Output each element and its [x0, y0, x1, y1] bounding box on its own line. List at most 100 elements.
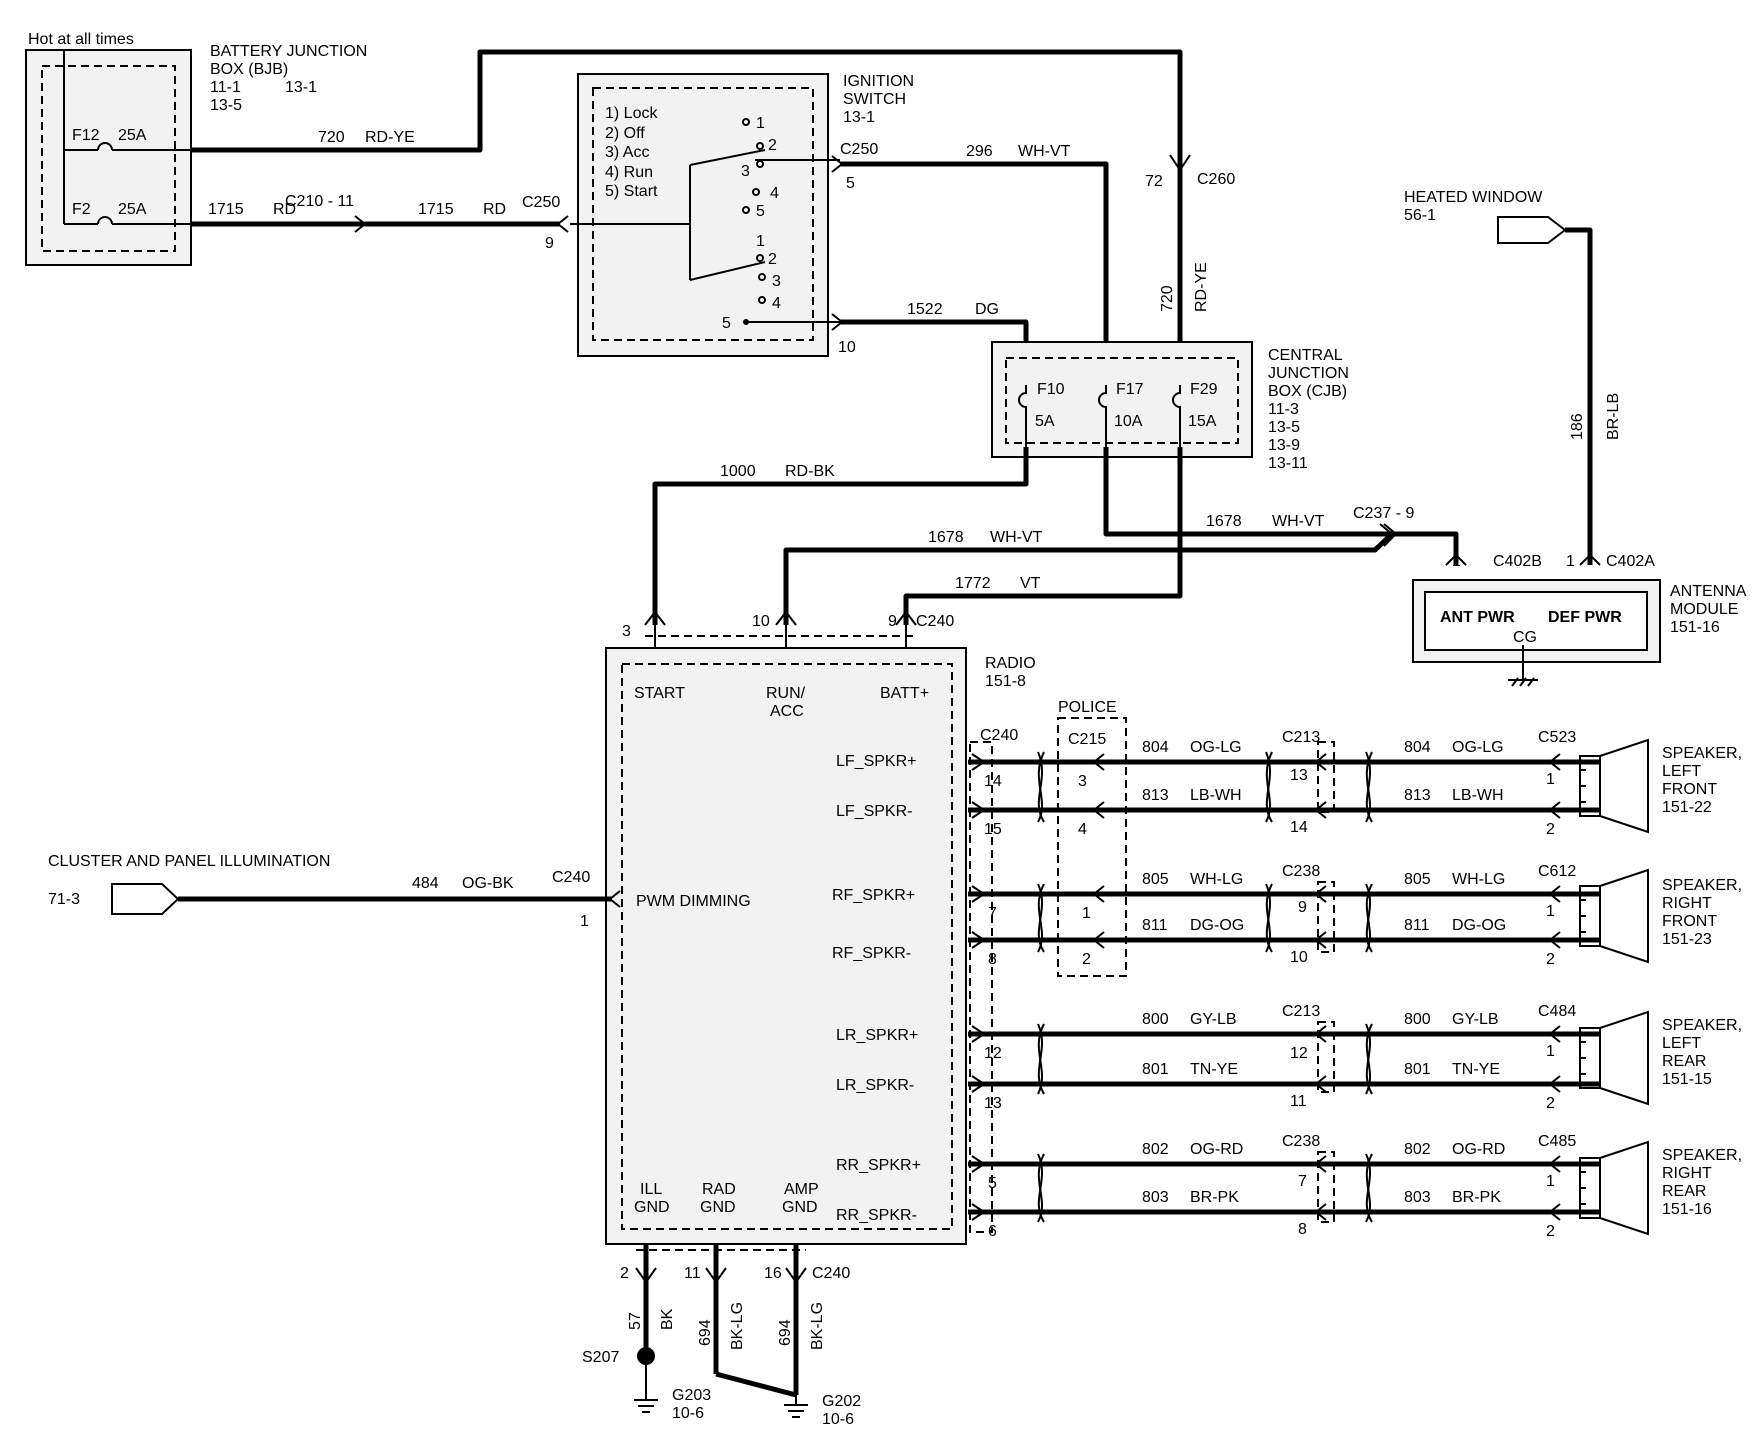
radio-pin-label: LR_SPKR+	[836, 1027, 918, 1044]
speaker-labels: SPEAKER, LEFT FRONT 151-22 SPEAKER, RIGH…	[1662, 745, 1742, 1218]
central-junction-box	[991, 341, 1253, 458]
wire-296	[840, 161, 1109, 385]
wire-color: BK	[659, 1308, 676, 1330]
speaker-label: FRONT	[1662, 781, 1717, 798]
contact-number: 4	[770, 185, 779, 202]
wire-number: 802	[1404, 1141, 1431, 1158]
connector-label: C485	[1538, 1133, 1576, 1150]
pin-number: 12	[1290, 1045, 1308, 1062]
pin-number: 6	[988, 1223, 997, 1240]
wire-number: 186	[1569, 413, 1586, 440]
pin-number: 1	[1546, 1173, 1555, 1190]
speaker-label: SPEAKER,	[1662, 1147, 1742, 1164]
cjb-ref: 13-9	[1268, 437, 1300, 454]
connector-c240	[969, 741, 993, 1233]
pin-number: 2	[1082, 951, 1091, 968]
connector-label: C484	[1538, 1003, 1576, 1020]
wire-number: 720	[1159, 285, 1176, 312]
connector-label: C240	[980, 727, 1018, 744]
wire-number: 811	[1404, 917, 1430, 934]
wire-number: 720	[318, 129, 345, 146]
pin-number: 14	[984, 773, 1002, 790]
wire-color: RD	[273, 201, 296, 218]
wire-number: 804	[1404, 739, 1431, 756]
police-connector-c215	[1057, 717, 1127, 977]
speaker-label: LEFT	[1662, 763, 1701, 780]
speaker-left-rear-icon	[1579, 1010, 1649, 1106]
pin-number: 16	[764, 1265, 782, 1282]
ignition-title: IGNITION	[843, 73, 914, 90]
radio-gnd: AMP	[784, 1181, 819, 1198]
cg-label: CG	[1513, 629, 1537, 646]
wire-color: VT	[1020, 575, 1041, 592]
wire-number: 805	[1142, 871, 1169, 888]
speaker-ref: 151-15	[1662, 1071, 1712, 1088]
wire-color: RD	[483, 201, 506, 218]
connector-label: C612	[1538, 863, 1576, 880]
heated-window-ref: 56-1	[1404, 207, 1436, 224]
contact-number: 3	[741, 163, 750, 180]
wire-color: RD-YE	[1193, 262, 1210, 312]
radio-run: RUN/	[766, 685, 806, 702]
speaker-label: LEFT	[1662, 1035, 1701, 1052]
pin-number: 1	[1546, 1043, 1555, 1060]
connector-label: C238	[1282, 863, 1320, 880]
ant-pwr-label: ANT PWR	[1440, 609, 1515, 626]
wire-color: RD-BK	[785, 463, 835, 480]
contact-number: 5	[756, 203, 765, 220]
contact-number: 2	[768, 251, 777, 268]
fuse-rating: 15A	[1188, 413, 1217, 430]
pin-number: 5	[988, 1175, 997, 1192]
fuse-rating: 5A	[1035, 413, 1055, 430]
contact-number: 5	[722, 315, 731, 332]
def-pwr-label: DEF PWR	[1548, 609, 1622, 626]
fuse-label: F12	[72, 127, 100, 144]
radio-gnd: RAD	[702, 1181, 736, 1198]
ground-ref: 10-6	[822, 1411, 854, 1428]
wire-number: 802	[1142, 1141, 1169, 1158]
fuse-label: F10	[1037, 381, 1065, 398]
wire-number: 484	[412, 875, 439, 892]
pin-number: 10	[752, 613, 770, 630]
wire-color: OG-BK	[462, 875, 514, 892]
radio-start: START	[634, 685, 685, 702]
splice-label: S207	[582, 1349, 619, 1366]
radio-pwm: PWM DIMMING	[636, 893, 751, 910]
pin-number: 2	[1546, 951, 1555, 968]
connector-label: C210 - 11	[285, 193, 354, 210]
radio-gnd: ILL	[640, 1181, 662, 1198]
radio-gnd: GND	[634, 1199, 670, 1216]
cluster-label: CLUSTER AND PANEL ILLUMINATION	[48, 853, 330, 870]
radio-pin-label: RF_SPKR-	[832, 945, 911, 962]
radio-gnd: GND	[700, 1199, 736, 1216]
radio-pin-label: LR_SPKR-	[836, 1077, 914, 1094]
rr-speaker-wires	[968, 1161, 1600, 1215]
contact-number: 4	[772, 295, 781, 312]
wire-color: GY-LB	[1190, 1011, 1237, 1028]
wire-number: 811	[1142, 917, 1168, 934]
antenna-pin: 1	[1452, 553, 1461, 570]
connector-label: C240	[552, 869, 590, 886]
pin-number: 1	[580, 913, 589, 930]
pin-number: 2	[1546, 821, 1555, 838]
pin-number: 2	[1546, 1095, 1555, 1112]
radio-title: RADIO	[985, 655, 1036, 672]
pin-number: 5	[846, 175, 855, 192]
speaker-label: RIGHT	[1662, 1165, 1712, 1182]
speaker-label: SPEAKER,	[1662, 1017, 1742, 1034]
wire-number: 803	[1404, 1189, 1431, 1206]
wire-color: BR-PK	[1190, 1189, 1239, 1206]
pin-number: 13	[984, 1095, 1002, 1112]
speaker-ref: 151-16	[1662, 1201, 1712, 1218]
wire-number: 813	[1142, 787, 1169, 804]
wire-color: LB-WH	[1452, 787, 1504, 804]
pin-number: 1	[1082, 905, 1091, 922]
speaker-label: RIGHT	[1662, 895, 1712, 912]
speaker-right-rear-icon	[1579, 1140, 1649, 1236]
heated-window-connector	[1497, 216, 1567, 244]
wire-186	[1565, 227, 1593, 565]
antenna-pin: 1	[1566, 553, 1575, 570]
antenna-ref: 151-16	[1670, 619, 1720, 636]
wire-number: 801	[1404, 1061, 1431, 1078]
